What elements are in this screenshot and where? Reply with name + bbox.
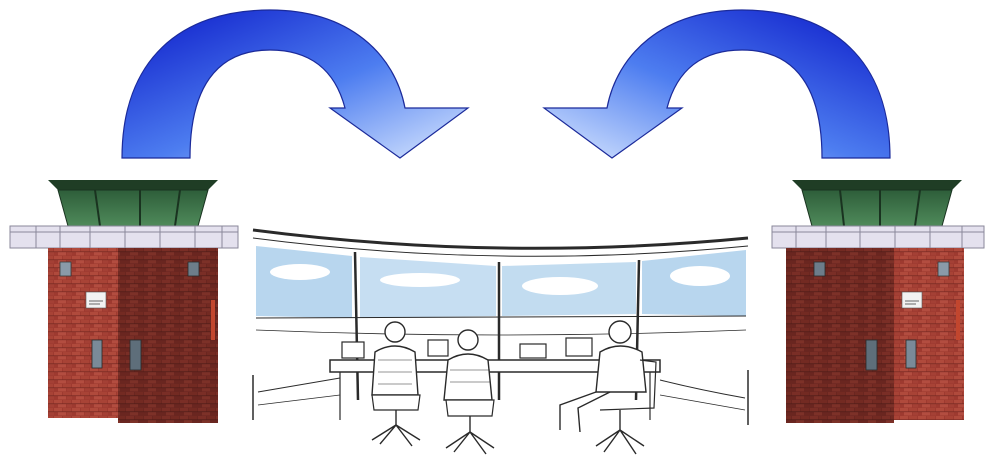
- arrow-left-tower-to-cab: [122, 10, 468, 158]
- window-sky: [256, 246, 746, 318]
- controller-2: [444, 330, 494, 454]
- control-tower-right: [772, 180, 984, 423]
- control-tower-left: [10, 180, 238, 423]
- arrow-right-tower-to-cab: [544, 10, 890, 158]
- tower-cab-interior-sketch: [253, 230, 748, 454]
- controller-1: [372, 322, 420, 446]
